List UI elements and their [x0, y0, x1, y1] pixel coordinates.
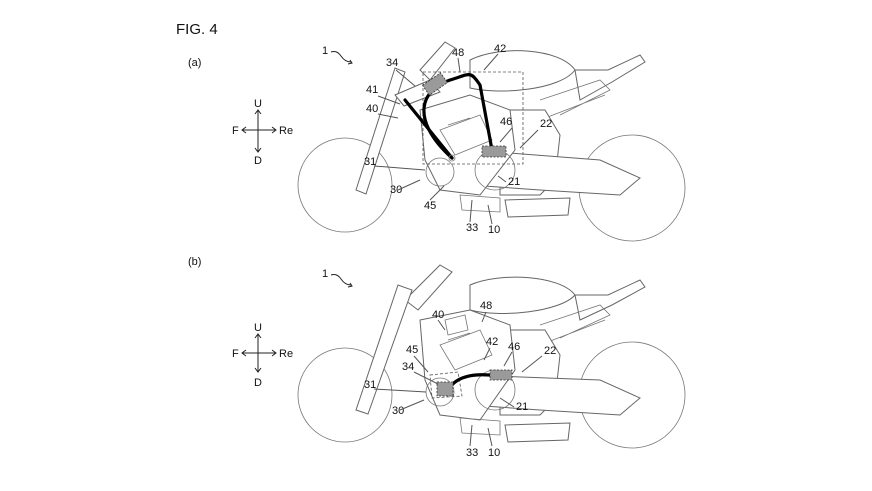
ref-45: 45	[424, 200, 436, 212]
ref-46: 46	[500, 116, 512, 128]
ref-45: 45	[406, 344, 418, 356]
front-fork	[355, 284, 413, 415]
leader-arrowhead	[347, 282, 353, 288]
motorcycle-drawing-a	[297, 41, 686, 242]
ref-31: 31	[364, 379, 376, 391]
cable-branch	[403, 98, 454, 160]
leader-arrowhead	[347, 59, 353, 65]
ref-33: 33	[466, 447, 478, 459]
ref-46: 46	[508, 341, 520, 353]
actuator-lower	[436, 381, 454, 397]
windscreen	[404, 264, 453, 311]
ref-34: 34	[402, 361, 414, 373]
compass-rear-label: Re	[279, 348, 293, 360]
compass-down-label: D	[254, 155, 262, 167]
dashed-region	[422, 71, 524, 165]
clutch	[425, 157, 455, 187]
ref-42: 42	[486, 336, 498, 348]
compass-rear-label: Re	[279, 125, 293, 137]
actuator-upper	[421, 72, 449, 96]
ref-40: 40	[366, 103, 378, 115]
leader-arrow	[330, 51, 352, 63]
motorcycle-drawing-b	[297, 264, 686, 449]
ref-31: 31	[364, 156, 376, 168]
compass-down-label: D	[254, 377, 262, 389]
front-fork	[355, 67, 406, 195]
ref-42: 42	[494, 43, 506, 55]
front-wheel	[297, 137, 393, 233]
ref-10: 10	[488, 224, 500, 236]
panel-b-label: (b)	[188, 256, 201, 268]
ref-48: 48	[480, 300, 492, 312]
ref-10: 10	[488, 447, 500, 459]
tail-cowl	[574, 54, 646, 101]
tail-cowl	[574, 279, 646, 321]
panel-a-label: (a)	[188, 57, 201, 69]
leader-arrow	[330, 274, 352, 286]
actuator-lower	[481, 145, 507, 158]
ref-40: 40	[432, 309, 444, 321]
ref-41: 41	[366, 84, 378, 96]
panel-b-ref-main: 1	[322, 268, 328, 280]
figure-title: FIG. 4	[176, 21, 218, 38]
direction-compass-a: U D F Re	[232, 98, 293, 167]
panel-b: (b) 1 U D F Re	[188, 256, 686, 459]
exhaust	[504, 197, 571, 218]
direction-compass-b: U D F Re	[232, 322, 293, 389]
exhaust	[504, 422, 571, 443]
front-wheel	[297, 347, 393, 443]
ref-33: 33	[466, 222, 478, 234]
ref-21: 21	[516, 401, 528, 413]
ref-48: 48	[452, 47, 464, 59]
compass-front-label: F	[232, 125, 239, 137]
panel-a-ref-main: 1	[322, 45, 328, 57]
ref-21: 21	[508, 176, 520, 188]
ref-22: 22	[544, 345, 556, 357]
ref-30: 30	[392, 405, 404, 417]
ref-22: 22	[540, 118, 552, 130]
panel-a: (a) 1 U D F Re	[188, 41, 686, 242]
ref-34: 34	[386, 57, 398, 69]
windscreen	[419, 41, 456, 81]
compass-up-label: U	[254, 98, 262, 110]
actuator-upper	[489, 369, 513, 381]
compass-up-label: U	[254, 322, 262, 334]
ref-30: 30	[390, 184, 402, 196]
compass-front-label: F	[232, 348, 239, 360]
fuel-tank	[469, 50, 576, 92]
